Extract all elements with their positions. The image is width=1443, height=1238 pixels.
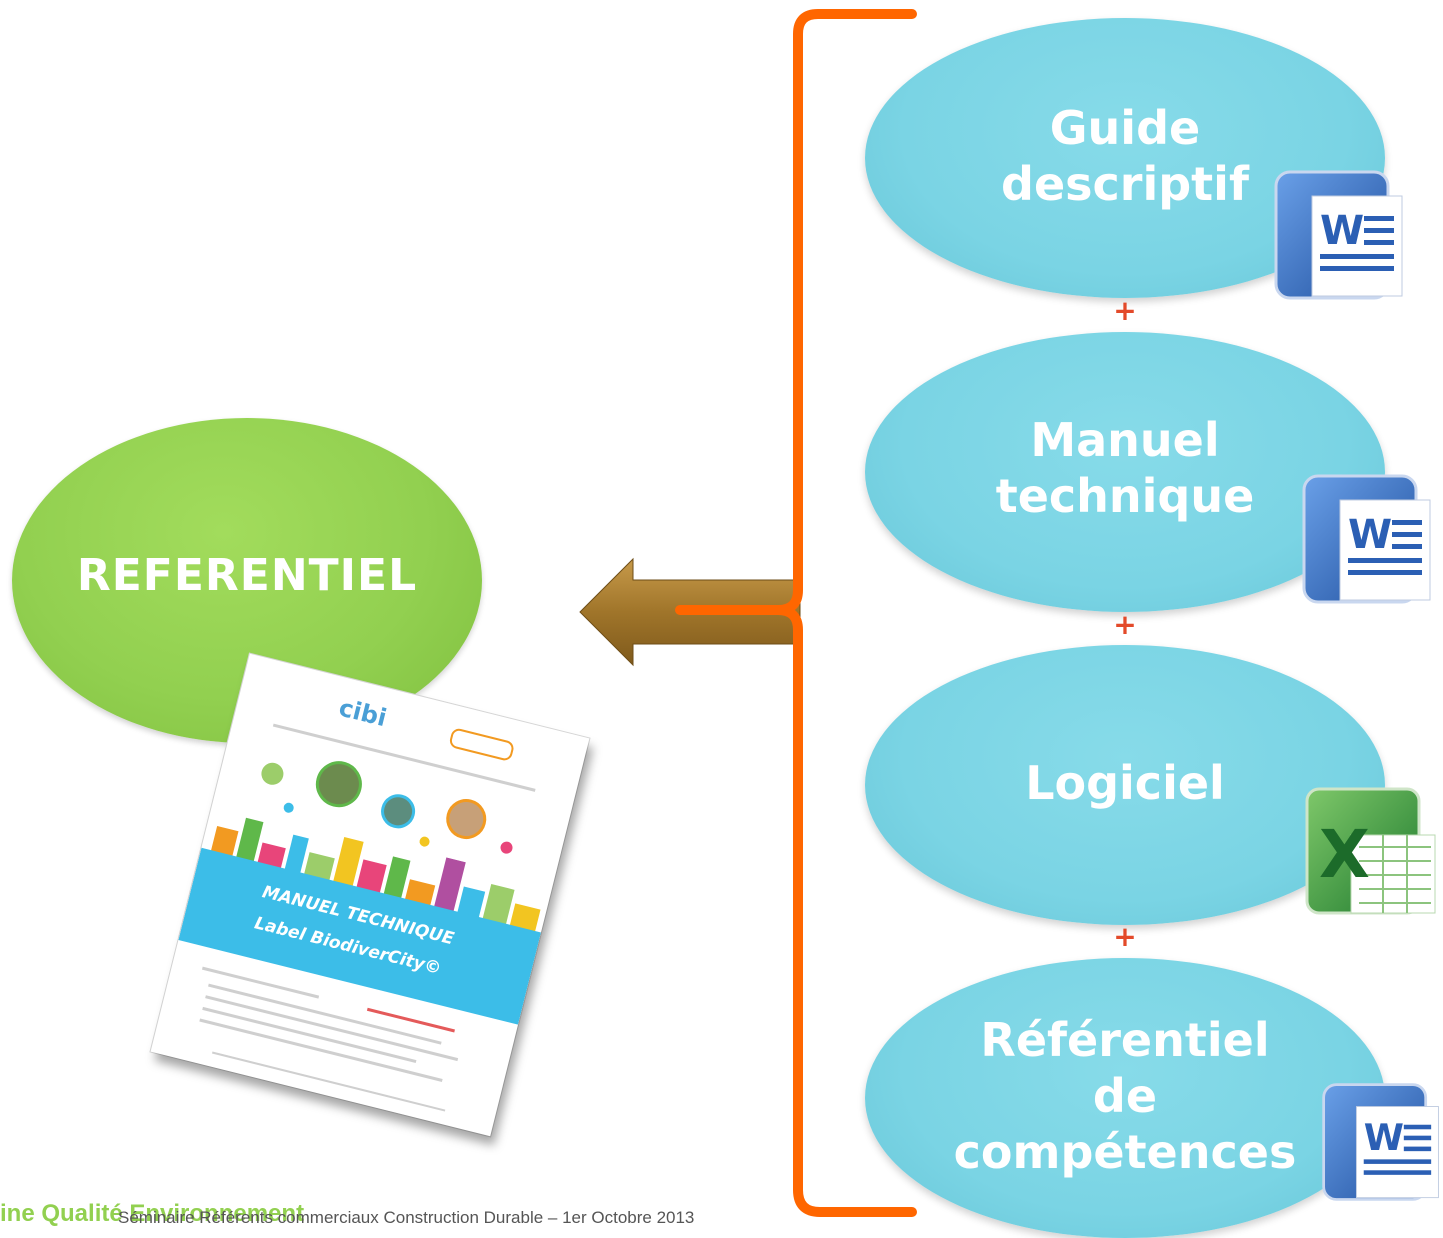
doc-text-line <box>202 1006 417 1064</box>
word-icon: W <box>1274 170 1403 300</box>
doc-bubble <box>441 794 491 844</box>
label-line: compétences <box>953 1125 1297 1179</box>
biodivercity-logo <box>448 727 516 763</box>
cibi-logo: cibi <box>336 693 390 733</box>
manuel-technique-node <box>865 332 1385 612</box>
doc-bubble <box>377 790 419 832</box>
plus-icon: + <box>1113 608 1137 641</box>
manuel-technique-label: Manuel technique <box>865 412 1385 524</box>
label-line: Manuel <box>1030 413 1220 467</box>
svg-text:X: X <box>1319 816 1370 893</box>
label-line: descriptif <box>1001 157 1249 211</box>
referentiel-label: REFERENTIEL <box>76 550 418 601</box>
doc-bubble <box>259 760 286 788</box>
logiciel-label: Logiciel <box>865 755 1385 811</box>
label-line: Guide <box>1049 101 1201 155</box>
footer-brand: ine Qualité Environnement <box>0 1200 305 1227</box>
word-icon: W <box>1302 474 1431 604</box>
label-line: technique <box>995 469 1255 523</box>
orange-bracket <box>675 9 917 1217</box>
footer-caption: Séminaire Référents commerciaux Construc… <box>118 1208 695 1227</box>
manuel-technique-cover: cibi MANUEL TECHNIQUE Label BiodiverCity… <box>150 653 590 1137</box>
referentiel-competences-node <box>865 958 1385 1238</box>
doc-text-line <box>201 966 320 999</box>
excel-icon: X <box>1305 787 1436 915</box>
doc-text-line <box>199 1018 443 1082</box>
svg-text:W: W <box>1364 1116 1404 1159</box>
svg-text:W: W <box>1348 512 1392 558</box>
label-line: de <box>1092 1069 1158 1123</box>
word-icon: W <box>1322 1083 1439 1201</box>
referentiel-competences-label: Référentiel de compétences <box>865 1012 1385 1180</box>
svg-text:W: W <box>1320 208 1364 254</box>
doc-bubble <box>282 801 295 814</box>
logiciel-node <box>865 645 1385 925</box>
doc-bubble <box>311 756 367 813</box>
label-line: Référentiel <box>980 1013 1270 1067</box>
plus-icon: + <box>1113 920 1137 953</box>
plus-icon: + <box>1113 294 1137 327</box>
label-line: Logiciel <box>1025 756 1225 810</box>
doc-bubble <box>418 835 431 848</box>
guide-descriptif-label: Guide descriptif <box>865 100 1385 212</box>
doc-bubble <box>499 840 514 855</box>
